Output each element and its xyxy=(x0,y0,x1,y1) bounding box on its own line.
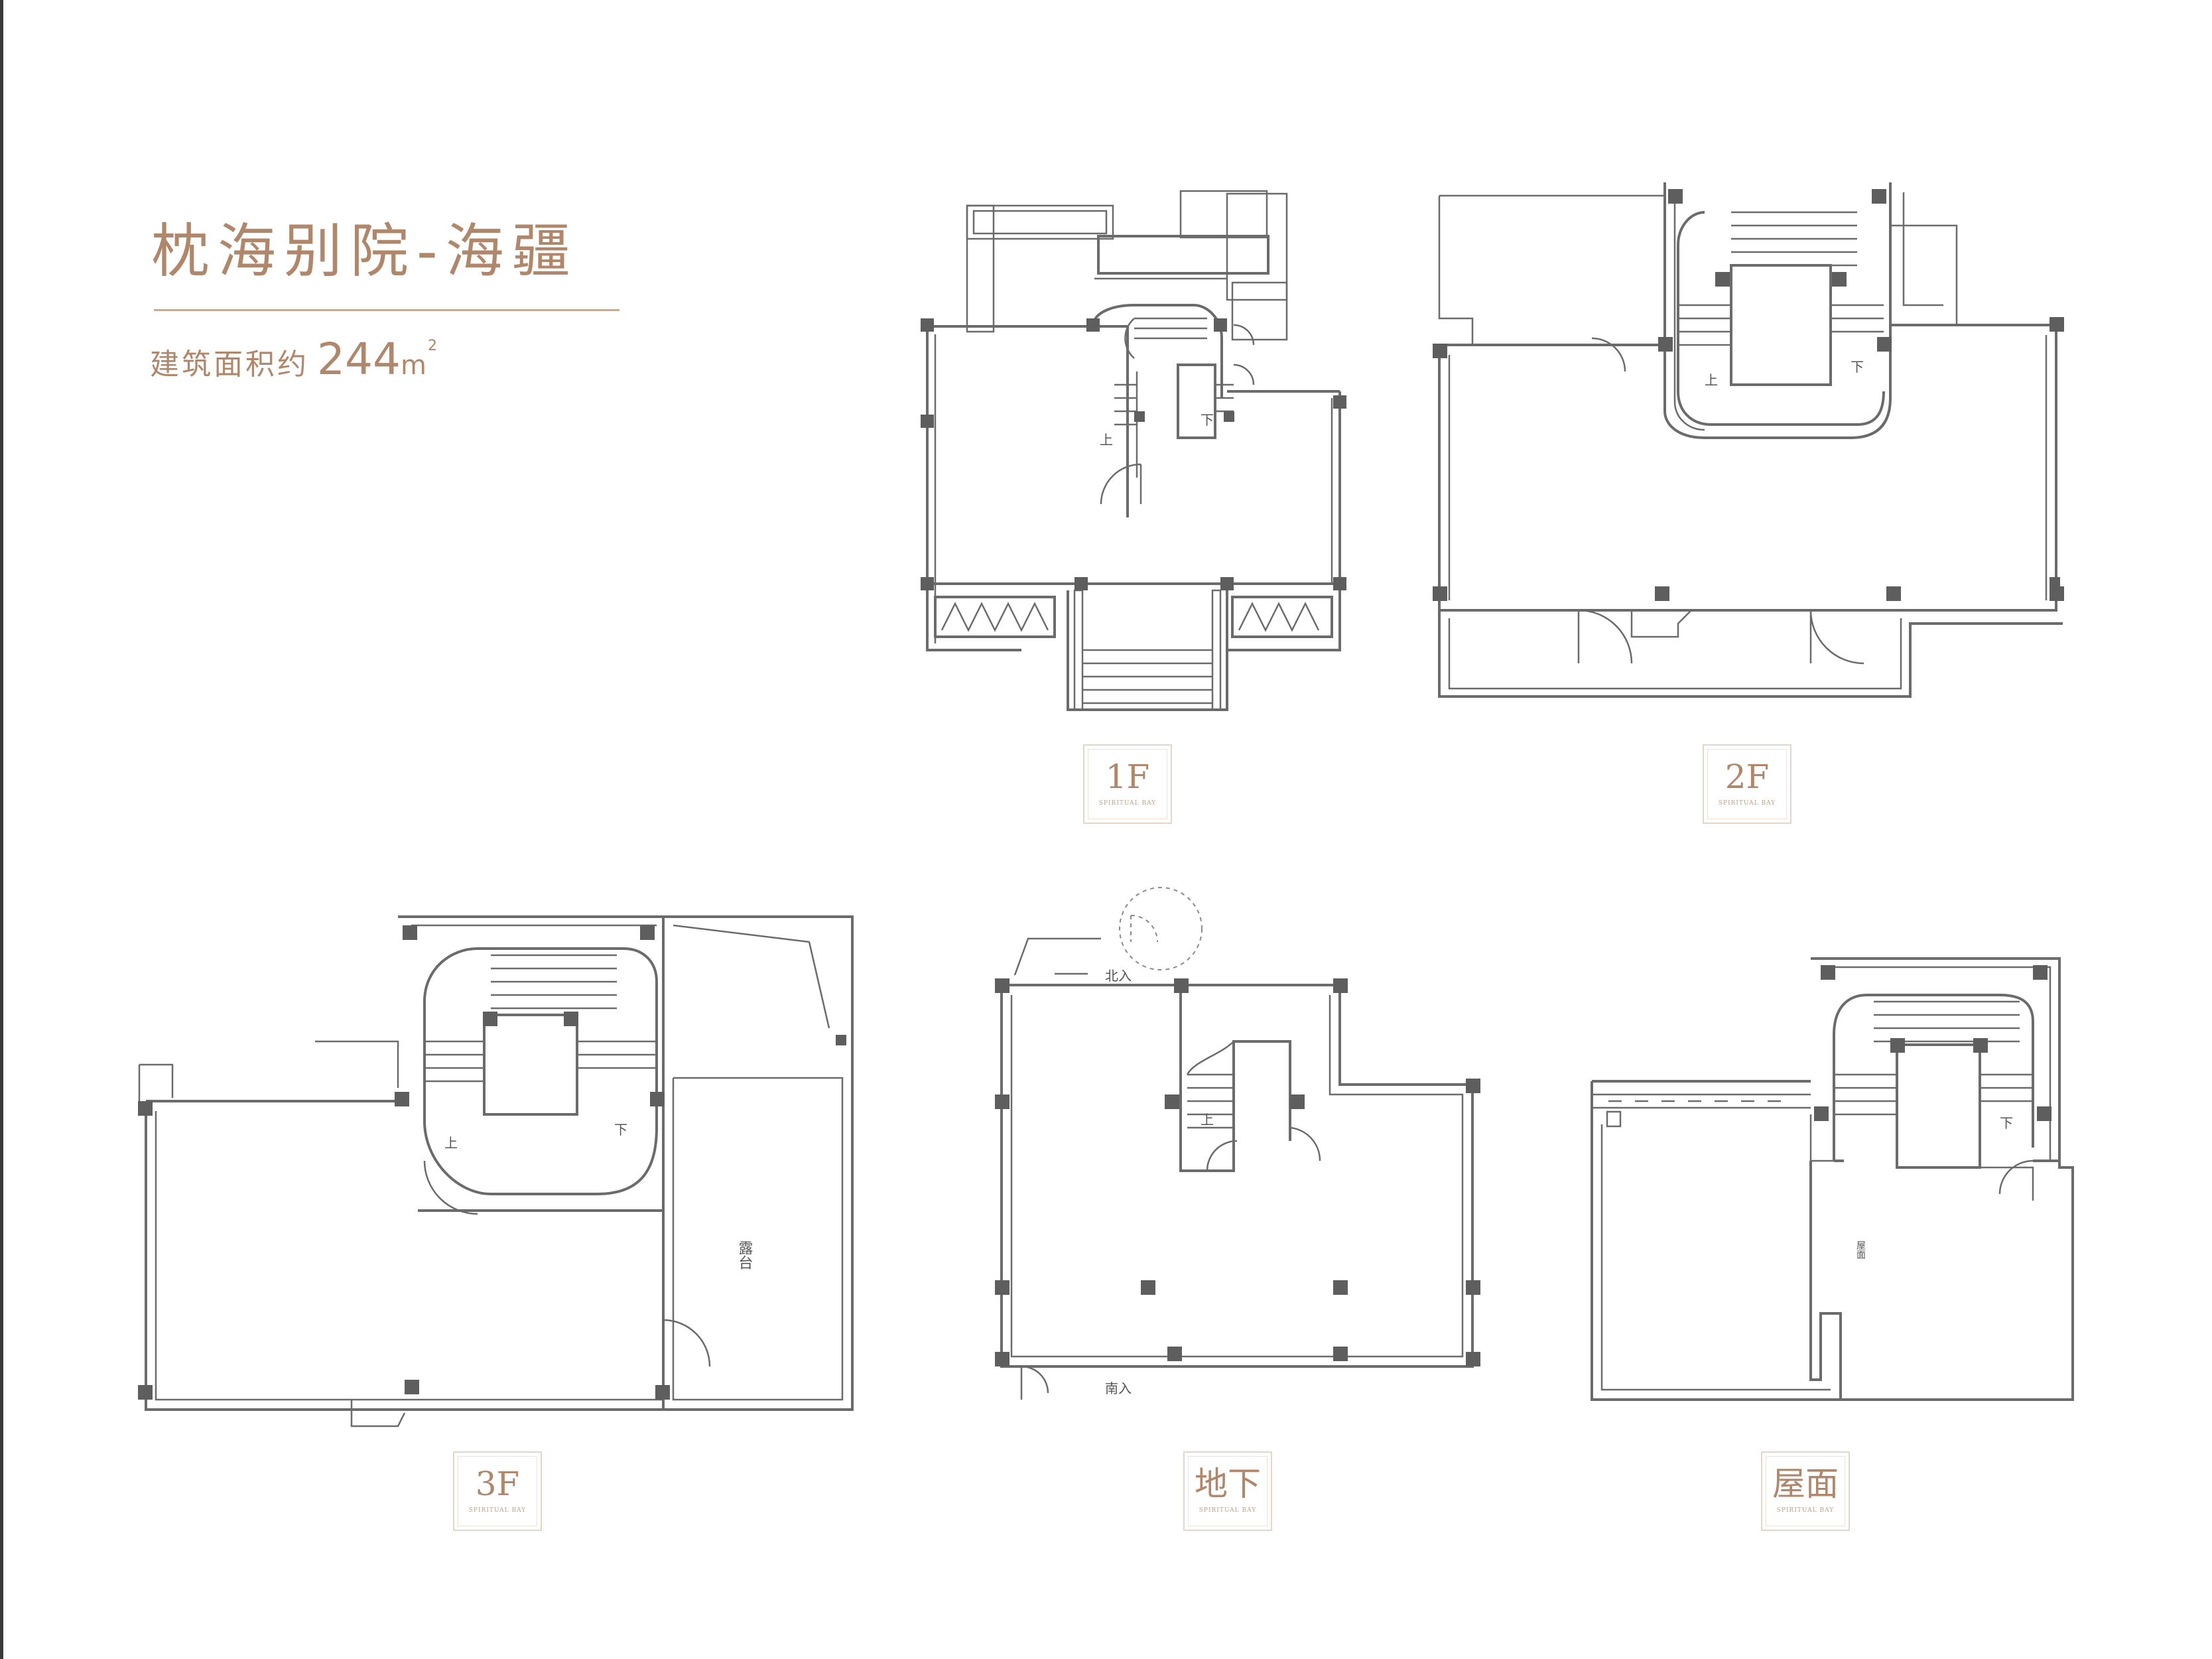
roof-down-label: 下 xyxy=(2000,1115,2013,1131)
floor-tag-1f-brand: SPIRITUAL BAY xyxy=(1098,800,1157,807)
floor-plan-roof: 下 屋面 xyxy=(1582,949,2086,1413)
area-value: 244 xyxy=(317,334,401,385)
floor-tag-basement-brand: SPIRITUAL BAY xyxy=(1199,1507,1257,1514)
1f-up-label: 上 xyxy=(1100,432,1113,448)
2f-up-label: 上 xyxy=(1705,372,1718,388)
floor-tag-roof: 屋面 SPIRITUAL BAY xyxy=(1761,1451,1850,1531)
floor-tag-3f-brand: SPIRITUAL BAY xyxy=(468,1507,527,1514)
floor-plan-basement-drawing: 北入 南入 上 xyxy=(995,887,1480,1400)
left-edge-bar xyxy=(0,0,3,1659)
area-unit-sup: 2 xyxy=(427,338,437,354)
floor-plan-2f-drawing: 上 下 xyxy=(1433,182,2064,698)
floor-tag-2f-label: 2F xyxy=(1724,758,1770,796)
basement-up-label: 上 xyxy=(1201,1112,1214,1128)
floor-tag-3f-label: 3F xyxy=(475,1465,520,1503)
area-label: 建筑面积约 xyxy=(150,348,309,381)
2f-down-label: 下 xyxy=(1851,359,1864,375)
page-title: 枕海别院-海疆 xyxy=(151,217,578,285)
south-entry-label: 南入 xyxy=(1105,1380,1132,1396)
floor-tag-1f: 1F SPIRITUAL BAY xyxy=(1083,744,1172,824)
floor-tag-1f-label: 1F xyxy=(1105,758,1150,796)
1f-down-label: 下 xyxy=(1201,412,1214,428)
floor-tag-roof-brand: SPIRITUAL BAY xyxy=(1776,1507,1835,1514)
roof-area-label: 屋面 xyxy=(1855,1240,1866,1259)
compass-circle xyxy=(1119,887,1203,970)
floor-plan-roof-drawing: 下 屋面 xyxy=(1591,957,2074,1401)
3f-up-label: 上 xyxy=(444,1135,458,1151)
floor-tag-3f: 3F SPIRITUAL BAY xyxy=(453,1451,542,1531)
3f-terrace-label: 露台 xyxy=(736,1240,753,1270)
floor-tag-2f: 2F SPIRITUAL BAY xyxy=(1703,744,1791,824)
floor-plan-2f: 上 下 xyxy=(1426,172,2076,703)
floor-tag-2f-brand: SPIRITUAL BAY xyxy=(1718,800,1776,807)
floor-plan-basement: 北入 南入 上 xyxy=(988,876,1492,1406)
floor-tag-basement-label: 地下 xyxy=(1195,1465,1261,1503)
floor-plan-1f: 上 下 xyxy=(915,186,1353,716)
floor-tag-basement: 地下 SPIRITUAL BAY xyxy=(1183,1451,1272,1531)
floor-plan-3f: 上 下 露台 xyxy=(133,909,862,1446)
title-underline xyxy=(154,309,619,311)
area-unit: m xyxy=(400,350,426,381)
floor-plan-3f-drawing: 上 下 露台 xyxy=(138,915,854,1427)
3f-down-label: 下 xyxy=(614,1122,627,1138)
floor-tag-roof-label: 屋面 xyxy=(1772,1465,1839,1503)
floor-plan-1f-drawing: 上 下 xyxy=(921,190,1346,711)
north-entry-label: 北入 xyxy=(1105,968,1132,984)
